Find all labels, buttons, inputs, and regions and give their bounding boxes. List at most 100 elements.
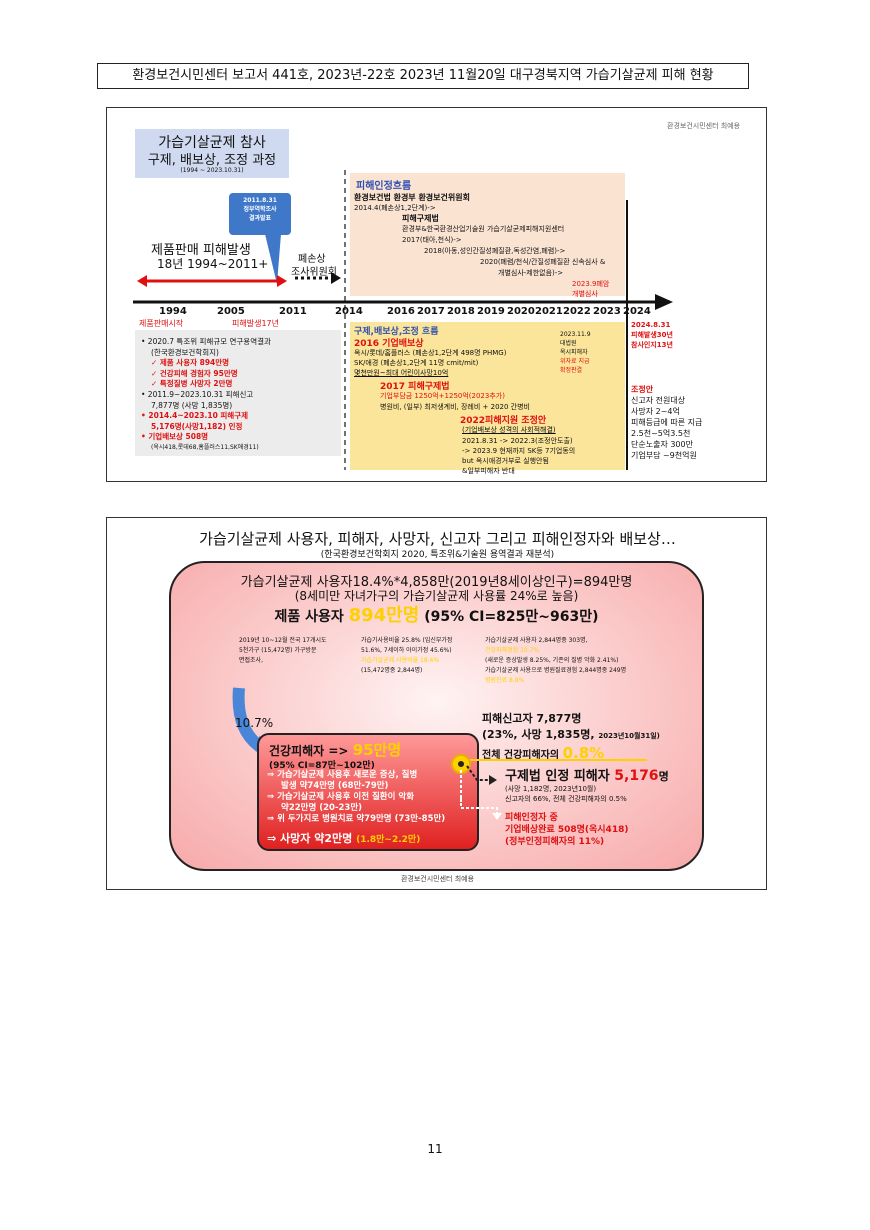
slide1-title-line2: 구제, 배보상, 조정 과정 [147, 153, 277, 168]
victims-label: 건강피해자 => [269, 744, 349, 758]
adjust-line: 신고자 전원대상 [631, 396, 686, 405]
recog-line: 2023.9폐암 [572, 280, 610, 288]
summary-list-item: • 2014.4~2023.10 피해구제 [141, 411, 249, 421]
recog-line: 2018(아동,성인간질성폐질환,독성간염,폐렴)-> [424, 247, 566, 255]
users-value: 894만명 [348, 605, 420, 626]
slide2-subtitle: (한국환경보건학회지 2020, 특조위&기술원 용역결과 재분석) [320, 550, 555, 560]
comp-summary-line: 기업배상완료 508명(옥시418) [505, 825, 629, 835]
reports-date: 2023년10월31일) [598, 732, 660, 740]
health-text: 가습기살균제 사용자 2,844명중 303명, 건강피해경험 10.7% (새… [485, 636, 626, 686]
certified-label: 구제법 인정 피해자 [505, 769, 610, 784]
comp-line: -> 2023.9 현재까지 SK등 7기업동의 [462, 447, 576, 455]
health-line: 건강피해경험 10.7% [485, 647, 540, 654]
label-sale-start: 제품판매시작 [139, 319, 184, 328]
adjust-line: 피해등급에 따른 지급 [631, 418, 703, 427]
users-label: 제품 사용자 [274, 609, 344, 625]
compensation-summary: 피해인정자 중 기업배상완료 508명(옥시418) (정부인정피해자의 11%… [505, 812, 628, 848]
timeline-year: 2018 [447, 306, 475, 317]
victims-items: ⇒ 가습기살균제 사용후 새로운 증상, 질병 발생 약74만명 (68만-79… [267, 770, 445, 825]
court-ruling: 2023.11.9 대법원 옥시피해자 위자료 지급 확정판결 [560, 330, 591, 375]
users-ci: (95% CI=825만~963만) [424, 609, 599, 625]
comp-line: 2021.8.31 -> 2022.3(조정안도출) [462, 437, 573, 445]
users-line2: (8세미만 자녀가구의 가습기살균제 사용률 24%로 높음) [294, 589, 579, 603]
recog-line: 2020(폐렴/천식/간질성폐질환 신속심사 & [480, 258, 606, 266]
summary-list-item: • 2011.9~2023.10.31 피해신고 [141, 390, 254, 399]
summary-list-item: • 기업배보상 508명 [141, 432, 209, 442]
deaths-line: ⇒ 사망자 약2만명 (1.8만~2.2만) [267, 830, 420, 846]
victims-heading: 건강피해자 => 95만명 [269, 739, 401, 760]
adjust-line: 단순노출자 300만 [631, 440, 693, 449]
court-line: 대법원 [560, 340, 577, 347]
summary-list-item: (한국환경보건학회지) [151, 347, 219, 357]
slide1-title-range: (1994 ~ 2023.10.31) [180, 167, 244, 174]
survey-text: 2019년 10~12월 전국 17개시도 5천가구 (15,472명) 가구방… [239, 636, 327, 666]
survey-line: 5천가구 (15,472명) 가구방문 [239, 647, 317, 654]
health-victims-box: 건강피해자 => 95만명 (95% CI=87만~102만) ⇒ 가습기살균제… [257, 733, 479, 851]
survey-line: 2019년 10~12월 전국 17개시도 [239, 637, 327, 644]
timeline-year: 2024 [623, 306, 651, 317]
health-line: 가습기살균제 사용으로 병원질료경험 2,844명중 249명 [485, 667, 627, 674]
health-line: 가습기살균제 사용자 2,844명중 303명, [485, 637, 588, 644]
share-line: 전체 건강피해자의 0.8% [482, 744, 604, 762]
users-summary: 제품 사용자 894만명 (95% CI=825만~963만) [171, 601, 702, 627]
victims-ci: (95% CI=87만~102만) [269, 761, 375, 771]
rate-text: 가습기사용비율 25.8% (임신부가정 51.6%, 7세이하 아이가정 45… [361, 636, 452, 676]
summary-list-box: • 2020.7 특조위 피해규모 연구용역결과(한국환경보건학회지)✓ 제품 … [135, 330, 341, 456]
victim-item: ⇒ 가습기살균제 사용후 이전 질환이 악화 [267, 792, 415, 802]
summary-list-item: ✓ 건강피해 경험자 95만명 [151, 368, 238, 378]
reports-sub-line: (23%, 사망 1,835명, 2023년10월31일) [482, 726, 660, 742]
victim-item: 발생 약74만명 (68만-79만) [281, 781, 389, 791]
certified-details: (사망 1,182명, 2023년10월) 신고자의 66%, 전체 건강피해자… [505, 784, 627, 804]
court-line: 확정판결 [560, 367, 583, 374]
timeline-year: 2020 [507, 306, 535, 317]
rate-line: 가습기사용비율 25.8% (임신부가정 [361, 637, 453, 644]
recog-line: 피해구제법 [402, 214, 439, 223]
timeline-axis [133, 294, 673, 310]
closure-line2: 조사위원회 [291, 267, 337, 278]
page-number: 11 [427, 1142, 443, 1156]
timeline-year: 2022 [563, 306, 591, 317]
callout-line2: 정부역학조사 [243, 206, 277, 213]
victims-value: 95만명 [352, 741, 402, 759]
callout-text: 2011.8.31 정부역학조사 결과발표 [229, 196, 291, 223]
recog-line: 2014.4(폐손상1,2단계)-> [354, 204, 436, 212]
health-line: 병원진료 8.8% [485, 677, 525, 684]
slide1-credit: 환경보건시민센터 최예용 [667, 122, 741, 130]
slide1-title-box: 가습기살균제 참사 구제, 배보상, 조정 과정 (1994 ~ 2023.10… [135, 129, 289, 178]
certified-dashed-link [460, 770, 462, 802]
recog-line: 개별심사-제한없음)-> [498, 269, 564, 277]
recognition-heading: 피해인정흐름 [356, 181, 412, 192]
deaths-range: (1.8만~2.2만) [356, 835, 421, 845]
recog-line: 2017(태아,천식)-> [402, 236, 462, 244]
adjustment-plan: 조정안 신고자 전원대상 사망자 2~4억 피해등급에 따른 지급 2.5천~5… [631, 384, 702, 461]
recog-line: 환경부&한국환경산업기술원 가습기살균제피해지원센터 [402, 225, 565, 233]
closure-line1: 폐손상 [298, 254, 326, 265]
survey-line: 면접조사, [239, 657, 263, 664]
share-label: 전체 건강피해자의 [482, 750, 560, 761]
recognition-flow-box: 피해인정흐름 환경보건법 환경부 환경보건위원회 2014.4(폐손상1,2단계… [350, 173, 625, 298]
victims-slide: 가습기살균제 사용자, 피해자, 사망자, 신고자 그리고 피해인정자와 배보상… [106, 517, 767, 890]
comp-summary-line: (정부인정피해자의 11%) [505, 837, 605, 847]
slide2-credit: 환경보건시민센터 최예용 [400, 875, 475, 883]
victim-item: ⇒ 위 두가지로 병원치료 약79만명 (73만-85만) [267, 814, 446, 824]
timeline-year: 2016 [387, 306, 415, 317]
report-header: 환경보건시민센터 보고서 441호, 2023년-22호 2023년 11월20… [97, 63, 749, 89]
label-2024-line2: 피해발생30년 [631, 331, 673, 339]
rate-line: (15,472명중 2,844명) [361, 667, 423, 674]
summary-list-item: ✓ 특정질병 사망자 2만명 [151, 379, 233, 389]
comp-line: 옥시/롯데/홈플러스 (폐손상1,2단계 498명 PHMG) [354, 349, 507, 357]
timeline-year: 2019 [477, 306, 505, 317]
comp-2022: 2022피해지원 조정안 [460, 416, 547, 426]
callout-bubble [229, 193, 291, 284]
users-line1: 가습기살균제 사용자18.4%*4,858만(2019년8세이상인구)=894만… [240, 575, 633, 590]
rate-line: 가습기살균제 사용비율 18.4% [361, 657, 440, 664]
health-line: (새로운 증상발생 8.25%, 기존의 질병 악화 2.41%) [485, 657, 619, 664]
slide1-title-line1: 가습기살균제 참사 [158, 135, 266, 151]
certified-detail: 신고자의 66%, 전체 건강피해자의 0.5% [505, 795, 627, 803]
comp-heading: 구제,배보상,조정 흐름 [354, 327, 439, 337]
recog-line: 환경보건법 환경부 환경보건위원회 [354, 193, 470, 202]
timeline-year: 2017 [417, 306, 445, 317]
recog-line: 개별심사 [572, 290, 598, 298]
label-2024-line3: 참사인지13년 [631, 341, 673, 349]
damage-title: 제품판매 피해발생 [151, 243, 251, 258]
